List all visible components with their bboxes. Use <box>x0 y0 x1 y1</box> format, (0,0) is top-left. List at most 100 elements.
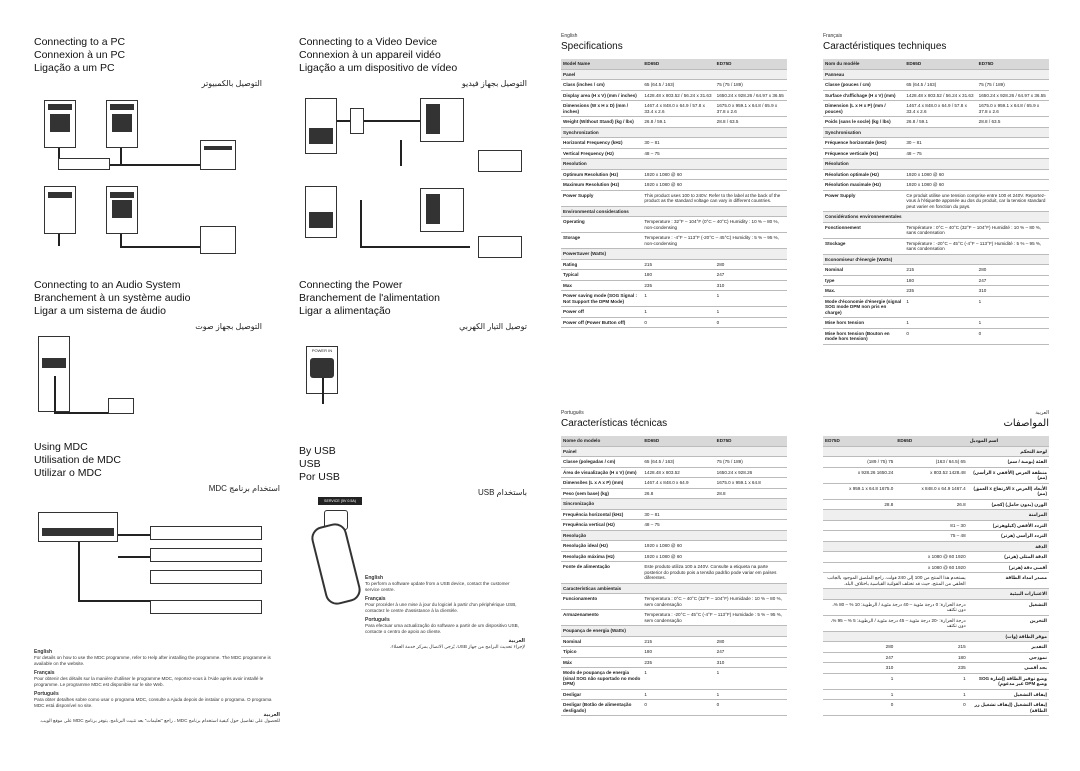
usb-service-label: SERVICE (5V 0.5A) <box>318 497 362 505</box>
spec-label: Power off (Power Button off) <box>561 317 643 328</box>
spec-value-ed65d: 1428.48 x 803.52 / 56.24 x 31.63 <box>904 90 977 101</box>
spec-label: type <box>823 275 905 286</box>
spec-label: Surface d'affichage (H x V) (mm) <box>823 90 905 101</box>
spec-label: الوزن (بدون حامل) (كجم) <box>967 499 1049 510</box>
spec-section-label: الدقة <box>823 541 1049 552</box>
spec-value-ed65d: 1 <box>642 306 715 318</box>
spec-value: 1920 x 1080 @ 60 <box>823 551 968 563</box>
usb-ar-text: لإجراء تحديث البرامج من جهاز USB، يُرجى … <box>390 644 525 649</box>
spec-row: الأبعاد (العرض x الارتفاع x العمق) (مم)1… <box>823 483 1049 500</box>
video-section: Connecting to a Video Device Connexion à… <box>299 36 527 96</box>
spec-label: Típico <box>561 646 643 658</box>
spec-value-ed65d: 235 <box>895 662 968 674</box>
spec-section-row: Características ambientais <box>561 583 787 594</box>
spec-value: This product uses 100 to 240V. Refer to … <box>642 190 787 207</box>
spec-label: Dimensions (W x H x D) (mm / inches) <box>561 100 643 117</box>
spec-section-row: المزامنة <box>823 509 1049 521</box>
spec-row: Classe (polegadas / cm)65 (64.5 / 163)75… <box>561 456 787 468</box>
spec-fr-lang: Français <box>823 33 843 39</box>
spec-section-row: Considérations environnementales <box>823 211 1049 223</box>
spec-value-ed65d: 1428.48 x 803.52 <box>642 467 715 478</box>
spec-value-ed75d: 1 <box>976 317 1049 329</box>
spec-value-ed75d: 280 <box>714 636 787 647</box>
spec-label: منطقة العرض (الأفقي x الرأسي) (مم) <box>967 467 1049 484</box>
spec-value-ed75d: 247 <box>714 269 787 281</box>
spec-value: Temperature : -4°F – 113°F (-20°C – 45°C… <box>642 232 787 249</box>
spec-value-ed65d: 215 <box>904 264 977 276</box>
spec-label: Stockage <box>823 238 905 255</box>
spec-value: Temperatura : 0°C – 40°C (32°F – 104°F) … <box>642 593 787 610</box>
spec-value-ed75d: 247 <box>823 652 896 663</box>
spec-row: Class (inches / cm)65 (64.5 / 163)75 (75… <box>561 79 787 91</box>
spec-value: 1920 x 1080 @ 60 <box>904 179 1049 191</box>
spec-section-label: Resolução <box>561 530 787 541</box>
spec-value-ed75d: 1675.0 x 959.1 x 64.8 / 65.9 x 37.8 x 2.… <box>976 100 1049 117</box>
spec-column-header: ED65D <box>642 59 715 70</box>
spec-label: الدقة المثلى (هرتز) <box>967 551 1049 563</box>
spec-label: أقصى دقة (هرتز) <box>967 562 1049 573</box>
spec-value-ed65d: 1 <box>642 290 715 307</box>
spec-value: Temperature : 32°F – 104°F (0°C – 40°C) … <box>642 216 787 233</box>
spec-value: 1920 x 1080 @ 60 <box>642 551 787 562</box>
spec-value-ed75d: 247 <box>976 275 1049 286</box>
spec-section-label: Considérations environnementales <box>823 211 1049 223</box>
spec-value: 30 – 81 <box>904 137 1049 149</box>
spec-label: مصدر امداد الطاقة <box>967 572 1049 589</box>
spec-column-header: ED75D <box>823 436 896 447</box>
audio-title-ar: التوصيل بجهاز صوت <box>195 322 262 331</box>
spec-section-label: Painel <box>561 446 787 457</box>
spec-section-label: Sincronização <box>561 498 787 510</box>
spec-label: Horizontal Frequency (kHz) <box>561 137 643 149</box>
audio-title-pt: Ligar a um sistema de áudio <box>34 305 166 317</box>
usb-section: By USB USB Por USB باستخدام USB <box>299 445 527 501</box>
spec-value-ed75d: 28.8 / 63.5 <box>976 116 1049 128</box>
spec-value-ed75d: 310 <box>714 280 787 291</box>
spec-label: Optimum Resolution (Hz) <box>561 169 643 180</box>
spec-column-header: ED65D <box>895 436 968 447</box>
spec-label: نموذجي <box>967 652 1049 663</box>
spec-label: Fréquence verticale (Hz) <box>823 148 905 159</box>
spec-label: Desligar <box>561 689 643 700</box>
spec-section-label: لوحة التحكم <box>823 446 1049 457</box>
spec-section-label: Resolution <box>561 158 787 170</box>
spec-value-ed75d: 75 (75 / 189) <box>976 79 1049 91</box>
spec-label: وضع توفير الطاقة (إشارة SOG وضع DPM غير … <box>967 673 1049 690</box>
spec-section-label: موفر الطاقة (وات) <box>823 631 1049 642</box>
spec-label: التشغيل <box>967 599 1049 616</box>
spec-value-ed75d: 310 <box>714 657 787 668</box>
spec-value-ed65d: 1467.4 x 848.0 x 64.9 / 57.8 x 33.4 x 2.… <box>642 100 715 117</box>
spec-value: 30 – 81 <box>642 137 787 149</box>
spec-label: Maximum Resolution (Hz) <box>561 179 643 191</box>
spec-label: Resolução ideal (Hz) <box>561 540 643 552</box>
spec-label: Typical <box>561 269 643 281</box>
spec-label: Power Supply <box>823 190 905 212</box>
spec-value: Ce produit utilise une tension comprise … <box>904 190 1049 212</box>
spec-label: Classe (pouces / cm) <box>823 79 905 91</box>
spec-row: Desligar (Botão de alimentação desligado… <box>561 699 787 716</box>
spec-column-header: ED75D <box>714 436 787 447</box>
spec-value-ed65d: 1 <box>895 673 968 690</box>
spec-value-ed75d: 28.8 <box>714 488 787 499</box>
spec-row: Surface d'affichage (H x V) (mm)1428.48 … <box>823 90 1049 101</box>
power-title-ar: توصيل التيار الكهربي <box>459 322 527 331</box>
spec-section-label: Economiseur d'énergie (Watts) <box>823 254 1049 265</box>
spec-row: الدقة المثلى (هرتز)1920 x 1080 @ 60 <box>823 551 1049 563</box>
spec-section-row: Panel <box>561 69 787 80</box>
spec-value-ed65d: 1428.48 x 803.52 / 56.24 x 31.63 <box>642 90 715 101</box>
spec-section-row: لوحة التحكم <box>823 446 1049 457</box>
spec-label: التردد الأفقي (كيلوهرتز) <box>967 520 1049 531</box>
spec-value-ed75d: 1 <box>823 673 896 690</box>
spec-value-ed65d: 26.8 / 59.1 <box>904 116 977 128</box>
spec-section-label: Synchronization <box>561 127 787 138</box>
